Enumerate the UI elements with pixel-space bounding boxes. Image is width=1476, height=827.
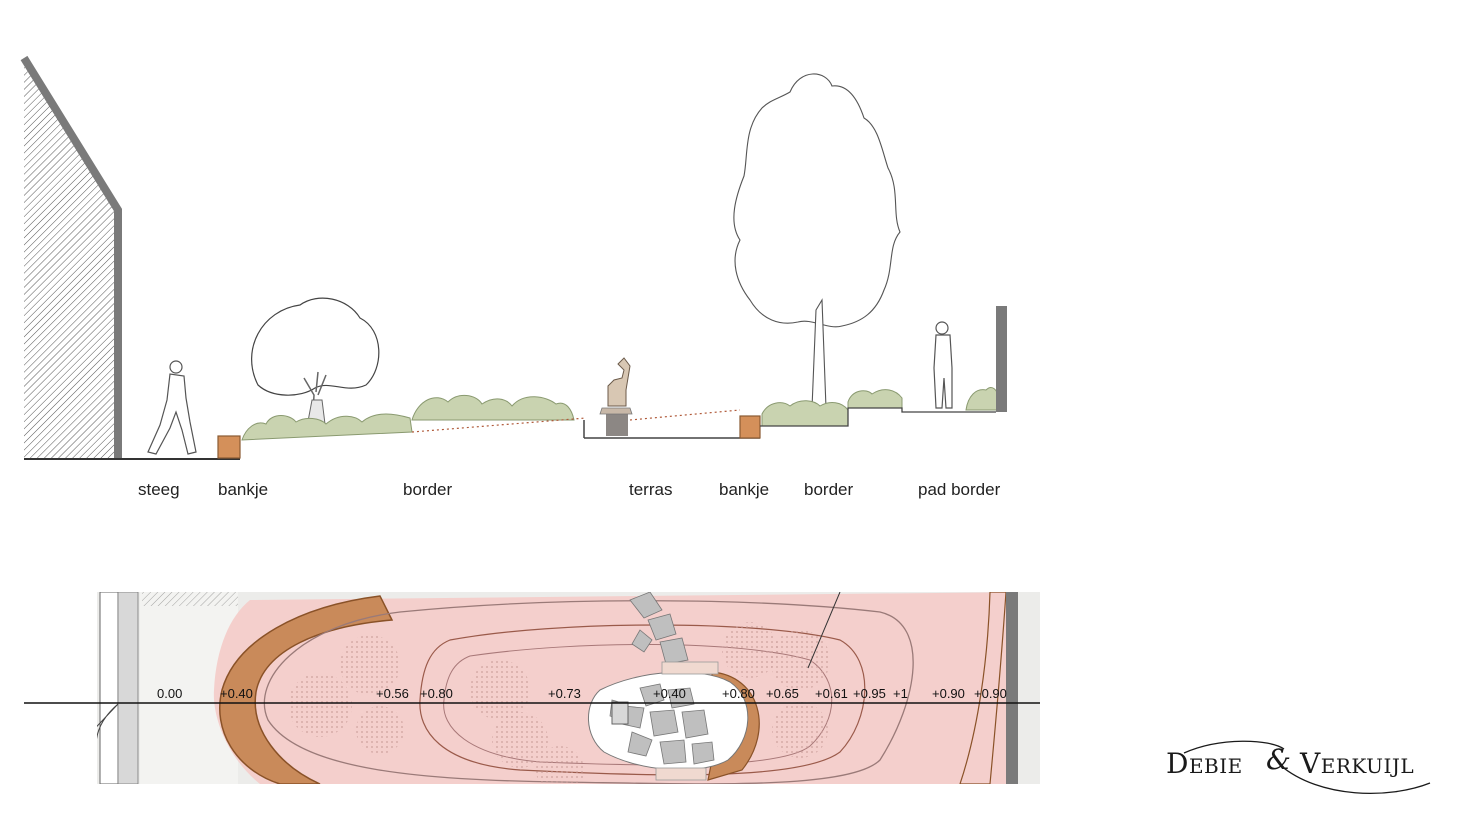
logo-word-left: Debie (1166, 747, 1243, 780)
logo-ampersand: & (1266, 743, 1292, 776)
house-facade (24, 62, 115, 458)
bench-plan-top (661, 661, 719, 675)
deer-statue (599, 357, 633, 436)
cross-section (20, 55, 1007, 460)
border-planting-left (241, 413, 413, 441)
garden-wall-plan (1006, 592, 1018, 784)
level-annotation: +0.65 (766, 686, 799, 701)
contour-3 (443, 643, 833, 766)
level-annotation: +0.90 (974, 686, 1007, 701)
bench-plan-bottom (655, 767, 707, 781)
ground-line-right (760, 407, 996, 427)
logo-word-right: Verkuijl (1300, 747, 1415, 780)
level-annotation: +0.61 (815, 686, 848, 701)
pedestal-plan (611, 701, 629, 725)
logo-swash (1183, 740, 1431, 794)
level-annotation: +0.95 (853, 686, 886, 701)
level-annotation: +0.80 (722, 686, 755, 701)
label-border-right: border (804, 480, 854, 499)
label-bankje-right: bankje (719, 480, 770, 499)
level-annotation: +0.73 (548, 686, 581, 701)
path-outer (219, 595, 394, 784)
label-bankje-left: bankje (218, 480, 269, 499)
brand-logo: Debie & Verkuijl (1160, 735, 1460, 805)
tree-large (733, 73, 901, 409)
level-annotation: +0.90 (932, 686, 965, 701)
grade-line-right (629, 409, 741, 421)
shrubs (288, 622, 830, 784)
contour-2 (419, 624, 866, 776)
person-walking (147, 360, 197, 455)
level-annotation: +0.40 (220, 686, 253, 701)
level-annotation: +0.80 (420, 686, 453, 701)
border-planting-right (761, 400, 849, 427)
level-annotation: 0.00 (157, 686, 183, 701)
level-annotation: +1 (893, 686, 908, 701)
contour-1 (263, 600, 914, 784)
door-swing (97, 703, 119, 740)
house-roof-edge (20, 55, 122, 458)
level-annotation: +0.40 (653, 686, 686, 701)
garden-wall-right (996, 306, 1007, 412)
house-wall-plan (99, 592, 119, 784)
border-planting-raised (847, 389, 903, 409)
level-annotation: +0.56 (376, 686, 409, 701)
path-right (959, 592, 1007, 784)
person-standing (933, 321, 953, 409)
bench-left (217, 435, 241, 459)
grade-line-left (411, 417, 587, 433)
label-steeg: steeg (138, 480, 180, 499)
border-planting-edge (965, 387, 999, 411)
border-planting-mid (411, 395, 575, 421)
bench-right (739, 415, 761, 439)
tree-pointer (807, 592, 841, 669)
plan-view (97, 592, 1040, 784)
label-border-left: border (403, 480, 453, 499)
label-pad-border: pad border (918, 480, 1001, 499)
tree-small (251, 297, 380, 433)
label-terras: terras (629, 480, 673, 499)
